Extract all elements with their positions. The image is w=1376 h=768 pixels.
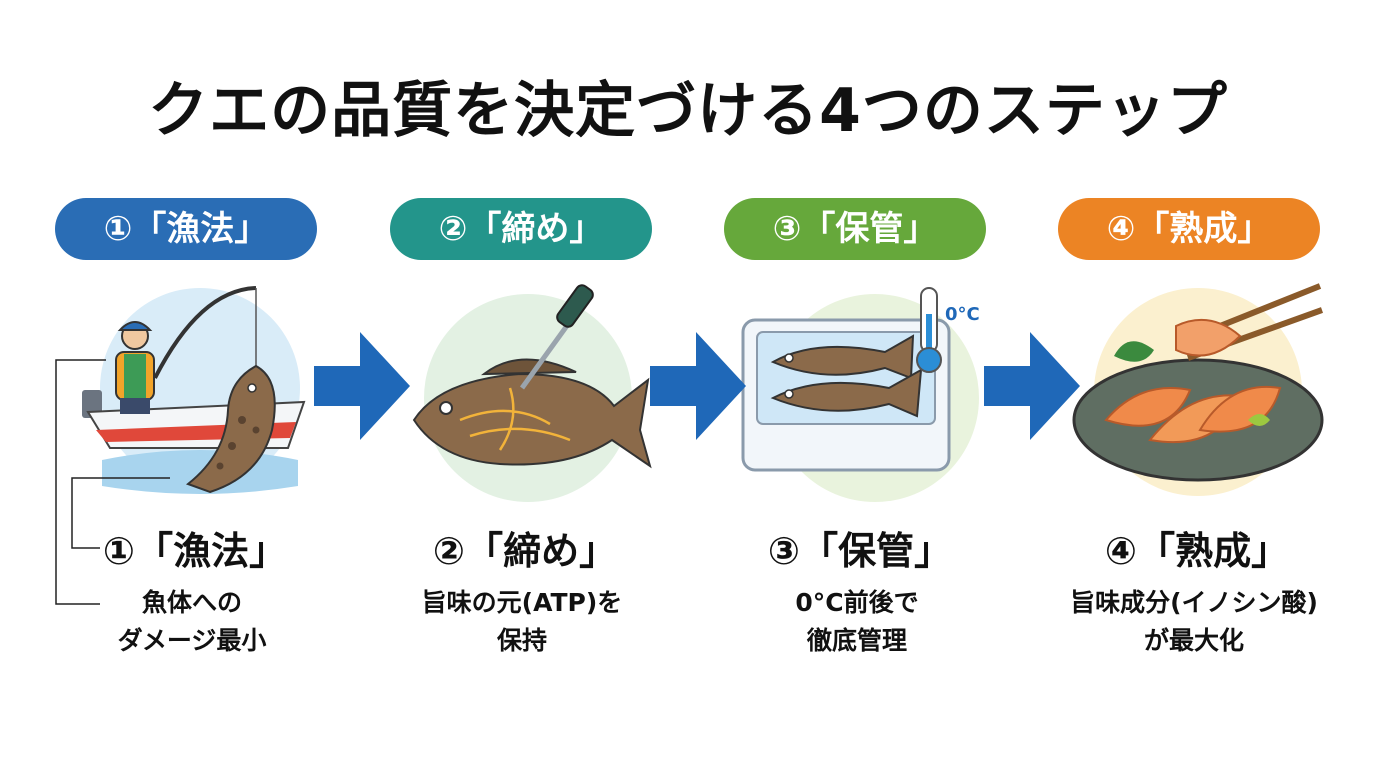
grouper-fish-icon xyxy=(770,334,923,418)
knife-icon xyxy=(519,284,594,390)
cooler-illustration: 0°C xyxy=(741,287,980,502)
sashimi-slices xyxy=(1104,386,1282,444)
grouper-fish-icon xyxy=(412,358,652,469)
step4-desc-line1: 旨味成分(イノシン酸) xyxy=(1070,588,1318,617)
shiso-leaf-icon xyxy=(1114,341,1154,362)
step1-desc-line2: ダメージ最小 xyxy=(117,626,267,655)
thermometer-icon xyxy=(916,287,942,373)
grouper-fish-icon xyxy=(185,364,276,494)
sashimi-illustration xyxy=(1072,283,1324,496)
step1-badge: ①「漁法」 xyxy=(55,198,317,260)
step2-badge: ②「締め」 xyxy=(390,198,652,260)
step4-desc-line2: が最大化 xyxy=(1143,626,1244,655)
lifted-slice xyxy=(1175,319,1242,357)
step1-desc-line1: 魚体への xyxy=(141,588,242,617)
arrow-right-icon xyxy=(984,332,1080,440)
fishing-rod xyxy=(153,286,257,379)
page-title: クエの品質を決定づける4つのステップ xyxy=(148,76,1228,146)
step4-description: 旨味成分(イノシン酸) が最大化 xyxy=(1034,584,1354,660)
step3-desc-line2: 徹底管理 xyxy=(806,626,907,655)
wasabi-icon xyxy=(1248,414,1270,426)
step3-description: 0°C前後で 徹底管理 xyxy=(697,584,1017,660)
step2-description: 旨味の元(ATP)を 保持 xyxy=(362,584,682,660)
fishing-illustration xyxy=(82,286,306,494)
step2-heading: ②「締め」 xyxy=(432,529,618,573)
step1-heading: ①「漁法」 xyxy=(102,529,288,573)
step3-badge: ③「保管」 xyxy=(724,198,986,260)
step3-heading: ③「保管」 xyxy=(767,529,953,573)
thermometer-label: 0°C xyxy=(945,304,980,325)
step1-description: 魚体への ダメージ最小 xyxy=(32,584,352,660)
step3-desc-line1: 0°C前後で xyxy=(795,588,919,617)
step2-desc-line2: 保持 xyxy=(496,626,547,655)
arrow-right-icon xyxy=(314,332,410,440)
step2-desc-line1: 旨味の元(ATP)を xyxy=(421,588,623,617)
fisherman-icon xyxy=(115,321,155,414)
step4-badge: ④「熟成」 xyxy=(1058,198,1320,260)
nerve-lines xyxy=(459,387,571,451)
arrow-right-icon xyxy=(650,332,746,440)
step4-heading: ④「熟成」 xyxy=(1104,529,1290,573)
ikejime-illustration xyxy=(412,284,652,502)
